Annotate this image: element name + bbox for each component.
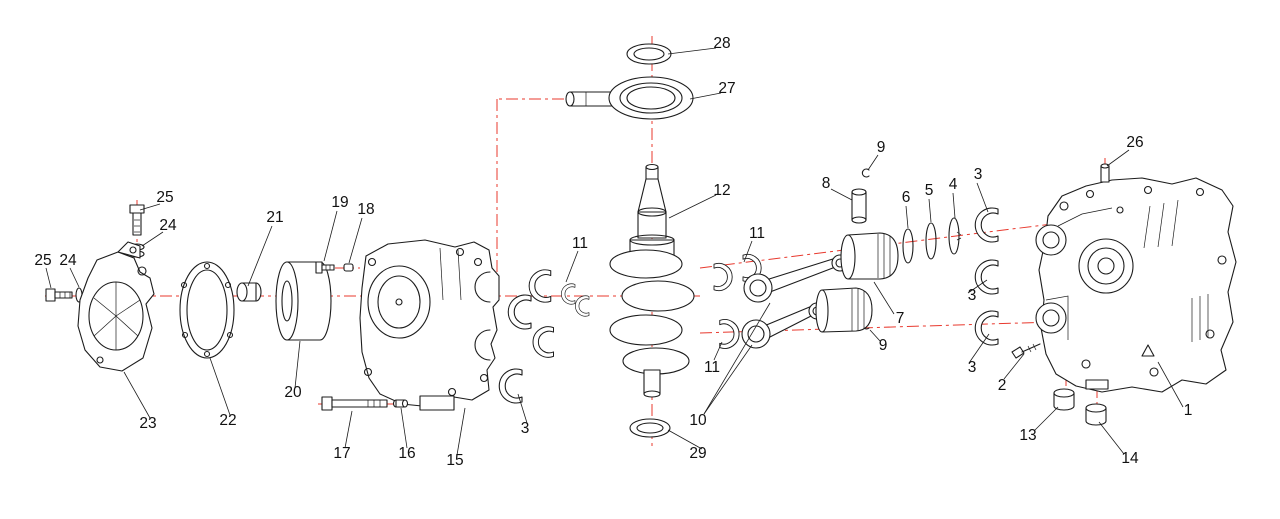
callout-24b: 24 (59, 252, 77, 269)
callout-17: 17 (333, 445, 350, 462)
callout-2: 2 (998, 377, 1007, 394)
part-25b-bolt (45, 288, 73, 302)
callout-4: 4 (949, 176, 958, 193)
part-17-bolt (321, 396, 388, 411)
part-21-bushing (236, 282, 262, 302)
callout-9a: 9 (877, 139, 886, 156)
callout-3c: 3 (968, 359, 977, 376)
callout-5: 5 (925, 182, 934, 199)
callout-24a: 24 (159, 217, 177, 234)
part-1-cylinder-block (1035, 177, 1237, 393)
callout-3d: 3 (521, 420, 530, 437)
leader-lines (45, 47, 1184, 456)
callout-3b: 3 (968, 287, 977, 304)
part-18-pin (343, 263, 354, 272)
part-28-oring (626, 43, 672, 65)
callout-3a: 3 (974, 166, 983, 183)
part-8-piston-pin (851, 188, 867, 224)
callout-25b: 25 (34, 252, 51, 269)
callout-25a: 25 (156, 189, 173, 206)
callout-26: 26 (1126, 134, 1143, 151)
callout-9b: 9 (879, 337, 888, 354)
callout-14: 14 (1121, 450, 1139, 467)
callout-18: 18 (357, 201, 374, 218)
part-7-pistons (815, 232, 899, 333)
part-12-crankshaft (609, 163, 695, 398)
callout-27: 27 (718, 80, 735, 97)
callout-21: 21 (266, 209, 283, 226)
callout-16: 16 (398, 445, 415, 462)
part-15-crankcase-half (359, 239, 500, 411)
callout-12: 12 (713, 182, 730, 199)
callout-11a: 11 (572, 235, 588, 252)
callout-labels: 28 27 12 9 8 6 5 4 3 26 25 24 25 24 21 1… (34, 35, 1192, 469)
callout-22: 22 (219, 412, 236, 429)
callout-13: 13 (1019, 427, 1036, 444)
part-23-cover (77, 241, 155, 372)
warning-triangle-mark (1141, 344, 1155, 357)
callout-11b: 11 (749, 225, 765, 242)
part-29-oring (629, 418, 671, 438)
callout-29: 29 (689, 445, 706, 462)
callout-20: 20 (284, 384, 302, 401)
callout-28: 28 (713, 35, 730, 52)
callout-11c: 11 (704, 359, 720, 376)
part-22-gasket (179, 261, 235, 359)
part-14-cap (1085, 403, 1107, 426)
part-20-drum (275, 261, 332, 341)
callout-19: 19 (331, 194, 348, 211)
callout-1: 1 (1184, 402, 1193, 419)
part-26-stud (1100, 163, 1110, 183)
callout-7: 7 (896, 310, 905, 327)
piston-rings (902, 217, 962, 264)
part-25a-bolt (129, 204, 145, 236)
part-16-pin (392, 399, 409, 408)
part-27-seal-housing (565, 76, 694, 120)
callout-23: 23 (139, 415, 156, 432)
callout-8: 8 (822, 175, 831, 192)
part-13-cap (1053, 388, 1075, 411)
part-19-bolt (315, 261, 335, 274)
part-2-bolt (1011, 343, 1041, 359)
callout-10: 10 (689, 412, 707, 429)
callout-15: 15 (446, 452, 463, 469)
callout-6: 6 (902, 189, 911, 206)
